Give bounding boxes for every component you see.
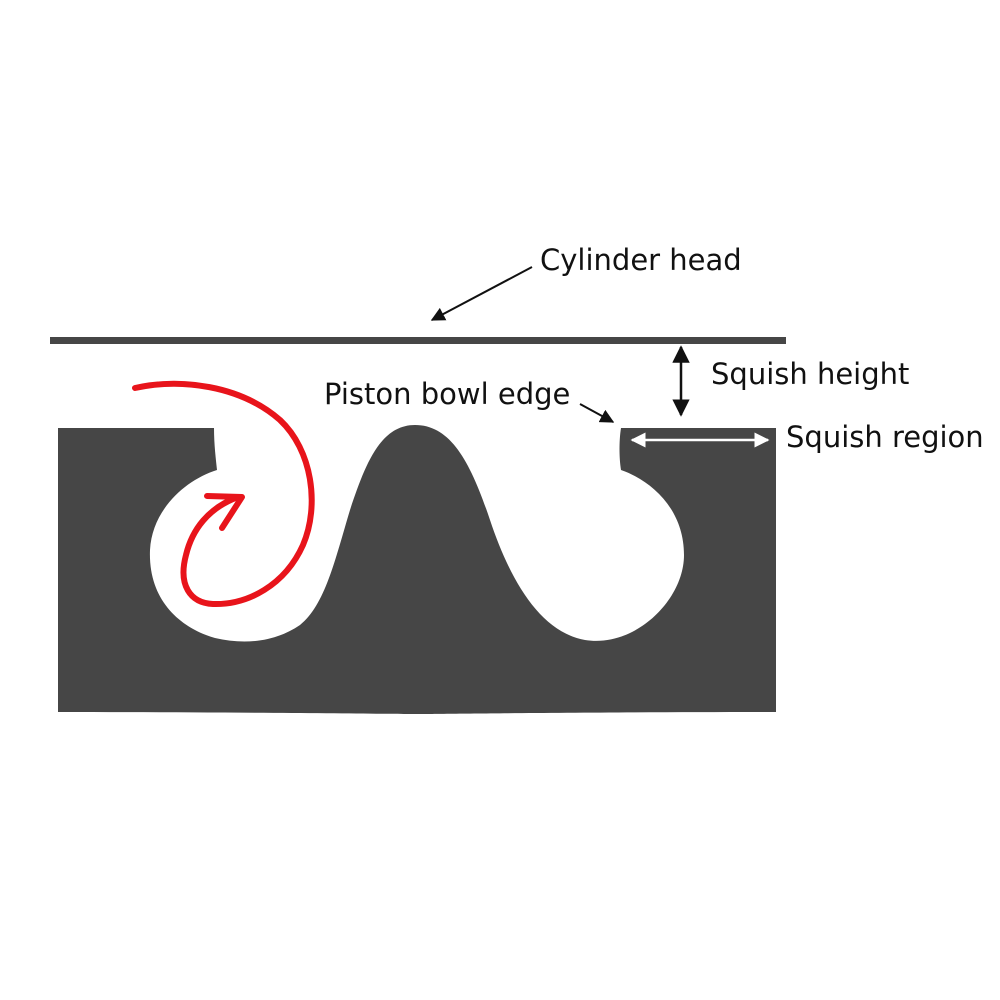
swirl-arrow-head bbox=[204, 493, 245, 531]
piston-bowl-edge-label: Piston bowl edge bbox=[324, 377, 570, 411]
squish-height-label: Squish height bbox=[711, 357, 909, 391]
cylinder-head bbox=[50, 337, 786, 344]
piston-bowl-edge-leader-arrow bbox=[579, 403, 615, 423]
swirl-flow-arrow bbox=[132, 380, 315, 608]
cylinder-head-label: Cylinder head bbox=[540, 243, 742, 277]
piston-body bbox=[58, 425, 776, 714]
cylinder-head-leader-arrow bbox=[430, 266, 533, 321]
squish-region-label: Squish region bbox=[786, 420, 984, 454]
